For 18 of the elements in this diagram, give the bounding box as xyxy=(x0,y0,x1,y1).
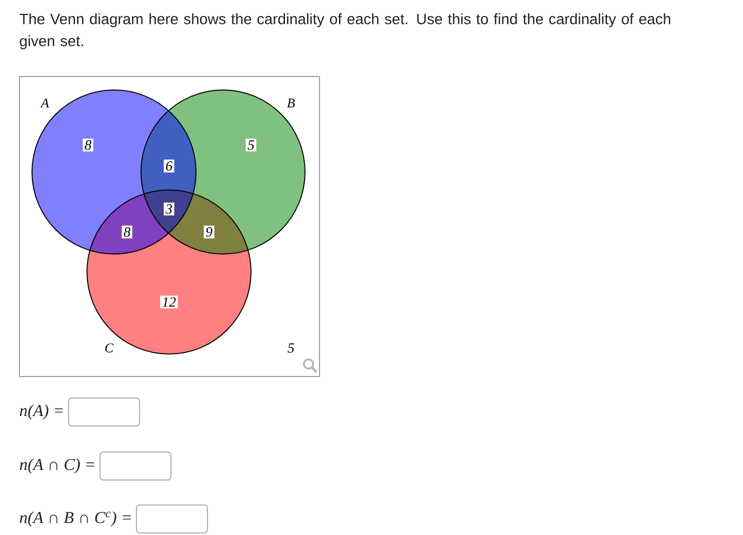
math-expression: n(A ∩ B ∩ C$^{c}$) = xyxy=(20,511,131,527)
set-label: A xyxy=(40,98,50,108)
region-count: 6 xyxy=(164,160,174,172)
set-label: B xyxy=(287,98,295,108)
region-count: 8 xyxy=(82,138,94,152)
math-expression: n(A ∩ C) = xyxy=(20,458,94,474)
question-text: The Venn diagram here shows the cardinality of each set. Use this to find the cardinality of each given set. xyxy=(20,13,670,50)
region-count: 12 xyxy=(160,296,178,308)
region-count: 5 xyxy=(246,138,256,152)
set-label: C xyxy=(105,344,114,352)
math-expression: n(A) = xyxy=(20,404,63,420)
region-count: 8 xyxy=(122,226,132,238)
set-circle xyxy=(140,90,306,254)
set-circle xyxy=(86,190,252,354)
region-count: 3 xyxy=(164,202,174,216)
set-circle xyxy=(32,90,196,254)
region-count: 5 xyxy=(288,343,294,353)
region-count: 9 xyxy=(204,226,214,238)
